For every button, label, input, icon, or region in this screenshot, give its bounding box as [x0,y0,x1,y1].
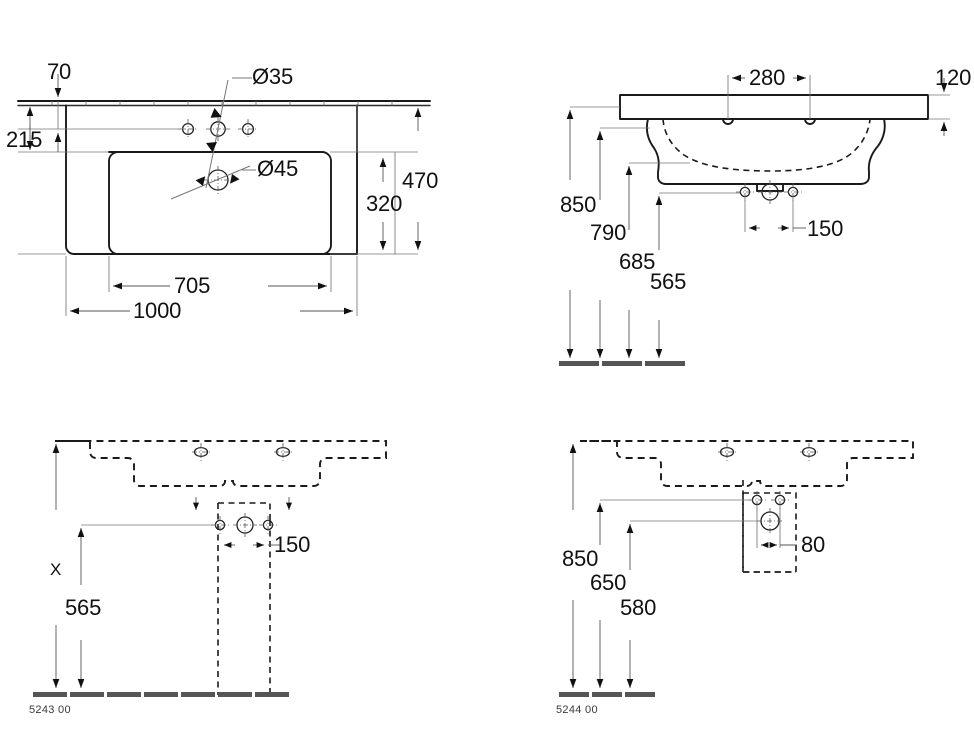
rough-in-b-tap-holes [718,443,818,461]
side-tap-holes [722,75,816,125]
dim-565-rough-a [77,524,216,689]
waste-hole [204,166,232,194]
dia-label-35: Ø35 [252,64,293,89]
part-number-5243: 5243 00 [29,704,71,716]
dim-label-70: 70 [47,59,72,84]
floor-line-side [559,361,685,366]
dim-label-1000: 1000 [133,298,182,323]
rough-in-b-waste-hole [757,508,783,534]
floor-line-rough-a [33,692,289,697]
view-rough-in-b [559,440,914,697]
dim-label-320: 320 [366,191,403,216]
dim-label-685: 685 [619,249,656,274]
dim-label-850-rough-b: 850 [562,546,599,571]
rough-in-a-tap-holes [192,443,292,461]
view-front-elevation [17,74,431,316]
dia35-leader [205,77,252,189]
rough-in-a-direction-arrows [193,497,292,510]
dim-150-side [744,196,806,232]
floor-line-rough-b [559,692,655,697]
dim-650-rough-b [596,499,752,689]
view-side-section [559,74,950,366]
basin-outline [65,104,358,255]
dia-label-45: Ø45 [257,156,298,181]
dim-label-850: 850 [560,192,597,217]
dim-580-rough-b [626,520,760,689]
dim-120 [928,78,950,136]
dim-850-side [566,106,620,359]
dim-685-side [625,162,690,359]
part-number-5244: 5244 00 [556,704,598,716]
rough-in-a-holes [211,513,277,537]
basin-side-profile [619,94,929,192]
dim-label-580-rough-b: 580 [620,595,657,620]
dim-label-150-side: 150 [807,216,844,241]
dim-790-side [596,127,650,359]
dim-label-x: X [50,560,62,579]
dim-label-120: 120 [935,65,972,90]
dim-label-650-rough-b: 650 [590,570,627,595]
dim-label-280: 280 [749,65,786,90]
dim-565-side [655,192,740,359]
dim-label-215: 215 [6,127,43,152]
dim-label-565: 565 [650,269,687,294]
dim-label-790: 790 [590,220,627,245]
dim-80-rough-b [756,505,797,548]
dim-label-470: 470 [402,168,439,193]
front-extension-lines [18,105,418,316]
dim-label-705: 705 [174,273,211,298]
dim-label-565-rough-a: 565 [65,595,102,620]
dia45-leader [170,165,256,200]
view-rough-in-a [33,440,387,697]
dim-label-150-rough-a: 150 [274,532,311,557]
dim-label-80-rough-b: 80 [801,532,826,557]
